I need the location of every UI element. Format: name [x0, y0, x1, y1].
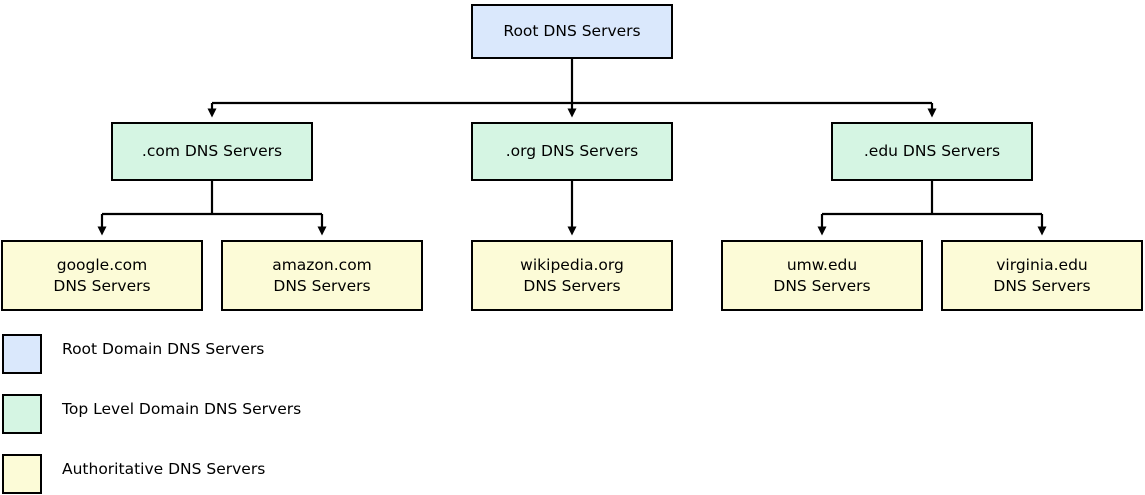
node-edu-dns-servers[interactable]: .edu DNS Servers	[831, 122, 1033, 181]
node-com-dns-servers[interactable]: .com DNS Servers	[111, 122, 313, 181]
node-label: Root DNS Servers	[503, 22, 641, 41]
node-label-line2: DNS Servers	[53, 276, 151, 295]
legend-swatch-top-level-domain	[2, 394, 42, 434]
node-virginia-edu-dns-servers[interactable]: virginia.edu DNS Servers	[941, 240, 1143, 311]
node-label: .com DNS Servers	[141, 142, 283, 161]
node-label-line2: DNS Servers	[993, 276, 1091, 295]
legend-swatch-authoritative	[2, 454, 42, 494]
legend-label-top-level-domain: Top Level Domain DNS Servers	[62, 400, 302, 418]
node-label-line2: DNS Servers	[773, 276, 871, 295]
node-label-line2: DNS Servers	[273, 276, 371, 295]
node-org-dns-servers[interactable]: .org DNS Servers	[471, 122, 673, 181]
node-label: .edu DNS Servers	[863, 142, 1001, 161]
node-umw-edu-dns-servers[interactable]: umw.edu DNS Servers	[721, 240, 923, 311]
node-google-com-dns-servers[interactable]: google.com DNS Servers	[1, 240, 203, 311]
node-label-line1: umw.edu	[786, 255, 858, 274]
legend-label-authoritative: Authoritative DNS Servers	[62, 460, 266, 478]
legend-swatch-root-domain	[2, 334, 42, 374]
node-root-dns-servers[interactable]: Root DNS Servers	[471, 4, 673, 59]
node-label-line2: DNS Servers	[523, 276, 621, 295]
node-label-line1: amazon.com	[272, 255, 372, 274]
node-amazon-com-dns-servers[interactable]: amazon.com DNS Servers	[221, 240, 423, 311]
node-label-line1: google.com	[56, 255, 148, 274]
node-label: .org DNS Servers	[505, 142, 639, 161]
node-wikipedia-org-dns-servers[interactable]: wikipedia.org DNS Servers	[471, 240, 673, 311]
node-label-line1: wikipedia.org	[520, 255, 624, 274]
legend-label-root-domain: Root Domain DNS Servers	[62, 340, 265, 358]
node-label-line1: virginia.edu	[996, 255, 1088, 274]
